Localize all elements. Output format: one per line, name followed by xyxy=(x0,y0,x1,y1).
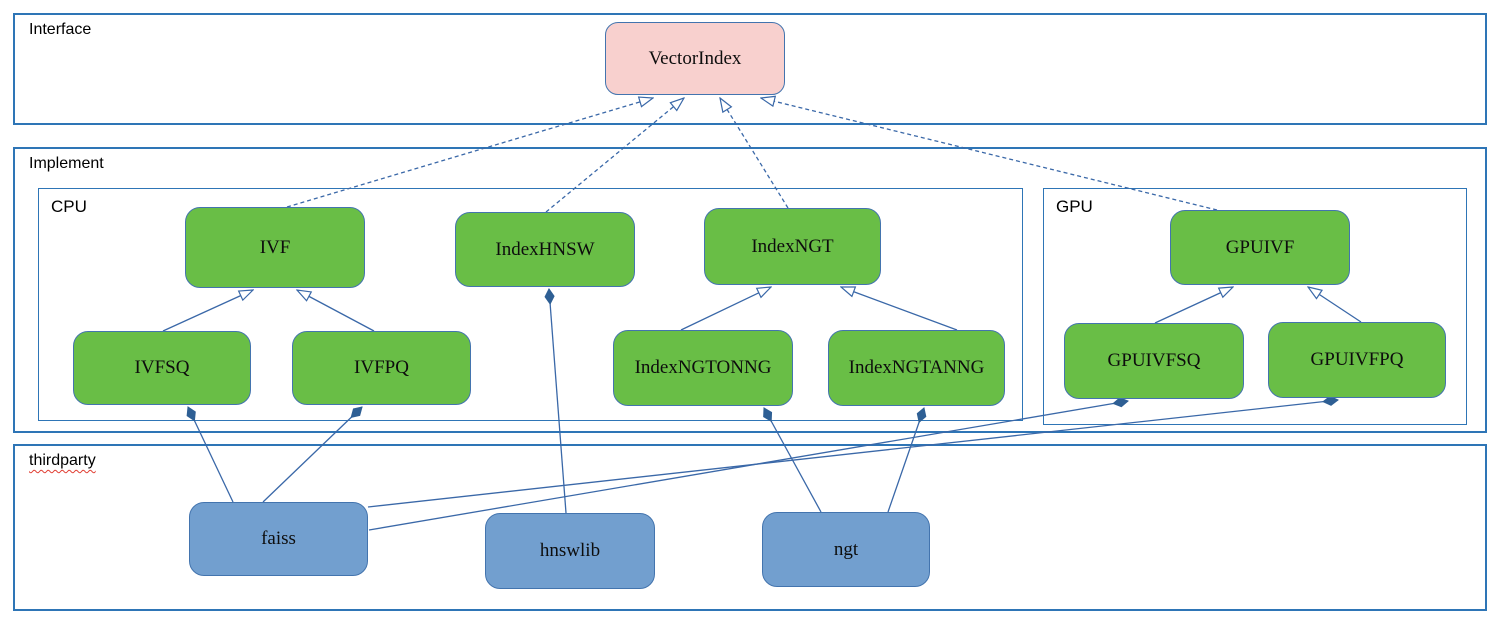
thirdparty-section-label: thirdparty xyxy=(29,452,96,469)
node-ivfsq: IVFSQ xyxy=(73,331,251,405)
node-indexhnsw: IndexHNSW xyxy=(455,212,635,287)
node-ngt: ngt xyxy=(762,512,930,587)
node-indexngtonng: IndexNGTONNG xyxy=(613,330,793,406)
node-indexngt: IndexNGT xyxy=(704,208,881,285)
gpu-section-label: GPU xyxy=(1056,197,1093,216)
interface-section-label: Interface xyxy=(29,21,92,38)
node-vectorindex: VectorIndex xyxy=(605,22,785,95)
node-gpuivfsq: GPUIVFSQ xyxy=(1064,323,1244,399)
node-faiss: faiss xyxy=(189,502,368,576)
node-ivf: IVF xyxy=(185,207,365,288)
node-indexngtanng: IndexNGTANNG xyxy=(828,330,1005,406)
implement-section-label: Implement xyxy=(29,155,104,172)
node-gpuivf: GPUIVF xyxy=(1170,210,1350,285)
cpu-section-label: CPU xyxy=(51,197,87,216)
node-hnswlib: hnswlib xyxy=(485,513,655,589)
node-gpuivfpq: GPUIVFPQ xyxy=(1268,322,1446,398)
node-ivfpq: IVFPQ xyxy=(292,331,471,405)
